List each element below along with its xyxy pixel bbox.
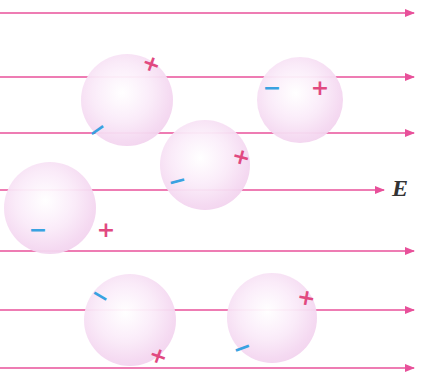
field-line (0, 76, 414, 78)
negative-charge: − (87, 282, 114, 310)
field-label: E (392, 176, 408, 200)
positive-charge: + (146, 343, 171, 370)
negative-charge: − (83, 116, 111, 145)
dielectric-sphere: −+ (160, 120, 250, 210)
field-line (0, 309, 414, 311)
field-line (0, 12, 414, 14)
positive-charge: + (97, 219, 115, 241)
dielectric-sphere: −+ (257, 57, 343, 143)
negative-charge: − (263, 77, 281, 99)
dielectric-sphere: −+ (227, 273, 317, 363)
negative-charge: − (230, 335, 255, 362)
positive-charge: + (311, 77, 329, 99)
dielectric-sphere: −+ (84, 274, 176, 366)
field-line (0, 367, 414, 369)
dielectric-sphere: −+ (4, 162, 96, 254)
dielectric-sphere: −+ (81, 54, 173, 146)
negative-charge: − (165, 168, 189, 194)
positive-charge: + (139, 51, 164, 78)
negative-charge: − (29, 219, 47, 241)
positive-charge: + (229, 144, 253, 170)
positive-charge: + (295, 286, 317, 311)
